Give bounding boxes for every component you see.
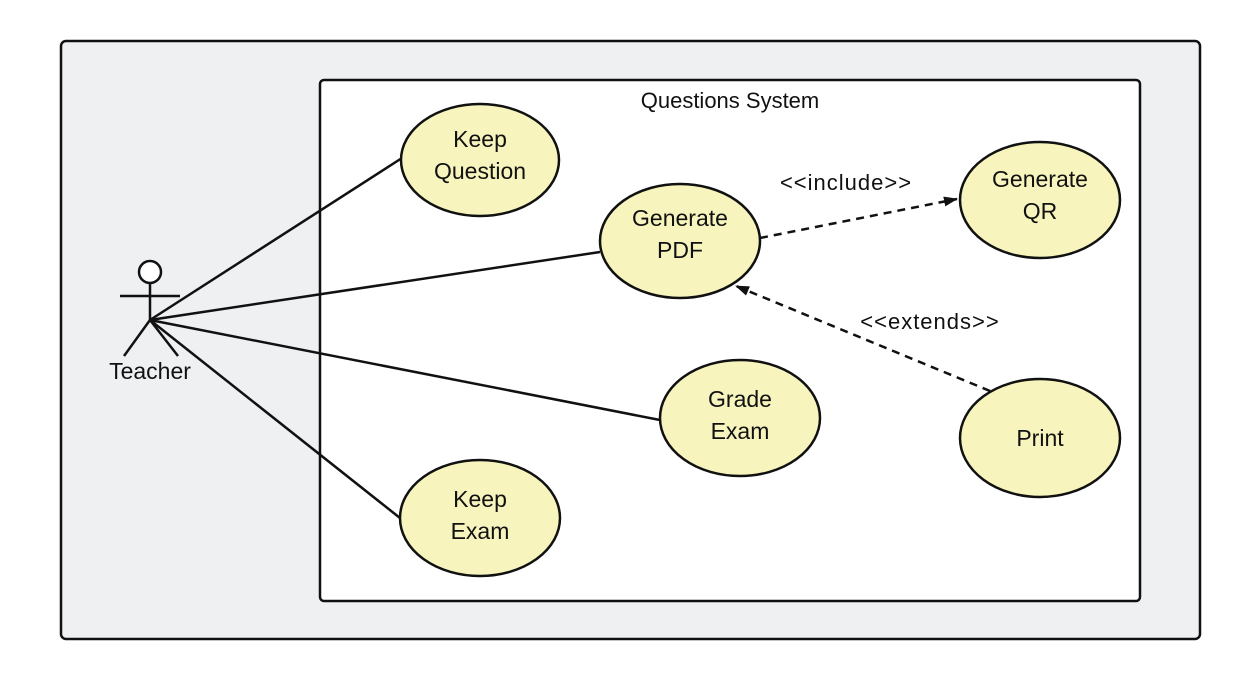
use-case-keep-exam-line2: Exam	[451, 518, 510, 544]
extends-relationship-line	[735, 284, 991, 393]
use-case-generate-qr-line1: Generate	[992, 166, 1088, 192]
actor-right-leg	[149, 319, 179, 357]
use-case-print-label: Print	[1016, 425, 1064, 451]
use-case-generate-pdf[interactable]: Generate PDF	[598, 182, 762, 300]
association-keep-question	[149, 156, 403, 322]
use-case-keep-question-line2: Question	[434, 158, 526, 184]
extends-label: <<extends>>	[860, 309, 999, 334]
use-case-generate-pdf-line2: PDF	[657, 237, 703, 263]
actor-teacher	[120, 259, 180, 357]
actor-head-icon	[137, 259, 163, 285]
use-case-keep-exam-line1: Keep	[453, 486, 507, 512]
use-case-keep-exam[interactable]: Keep Exam	[398, 458, 562, 578]
use-case-keep-question-line1: Keep	[453, 126, 507, 152]
association-generate-pdf	[149, 250, 601, 322]
use-case-generate-pdf-line1: Generate	[632, 205, 728, 231]
association-grade-exam	[149, 318, 661, 422]
actor-left-leg	[122, 319, 152, 357]
include-label: <<include>>	[780, 170, 912, 195]
actor-label: Teacher	[109, 358, 191, 384]
associations	[149, 156, 661, 519]
association-keep-exam	[149, 319, 401, 519]
use-case-grade-exam[interactable]: Grade Exam	[658, 358, 822, 478]
use-case-generate-qr-line2: QR	[1023, 198, 1058, 224]
include-relationship-line	[759, 196, 958, 240]
use-case-keep-question[interactable]: Keep Question	[399, 102, 561, 218]
system-title: Questions System	[641, 88, 820, 113]
use-case-grade-exam-line1: Grade	[708, 386, 772, 412]
use-case-print[interactable]: Print	[958, 377, 1122, 499]
use-case-grade-exam-line2: Exam	[711, 418, 770, 444]
use-case-generate-qr[interactable]: Generate QR	[958, 140, 1122, 260]
